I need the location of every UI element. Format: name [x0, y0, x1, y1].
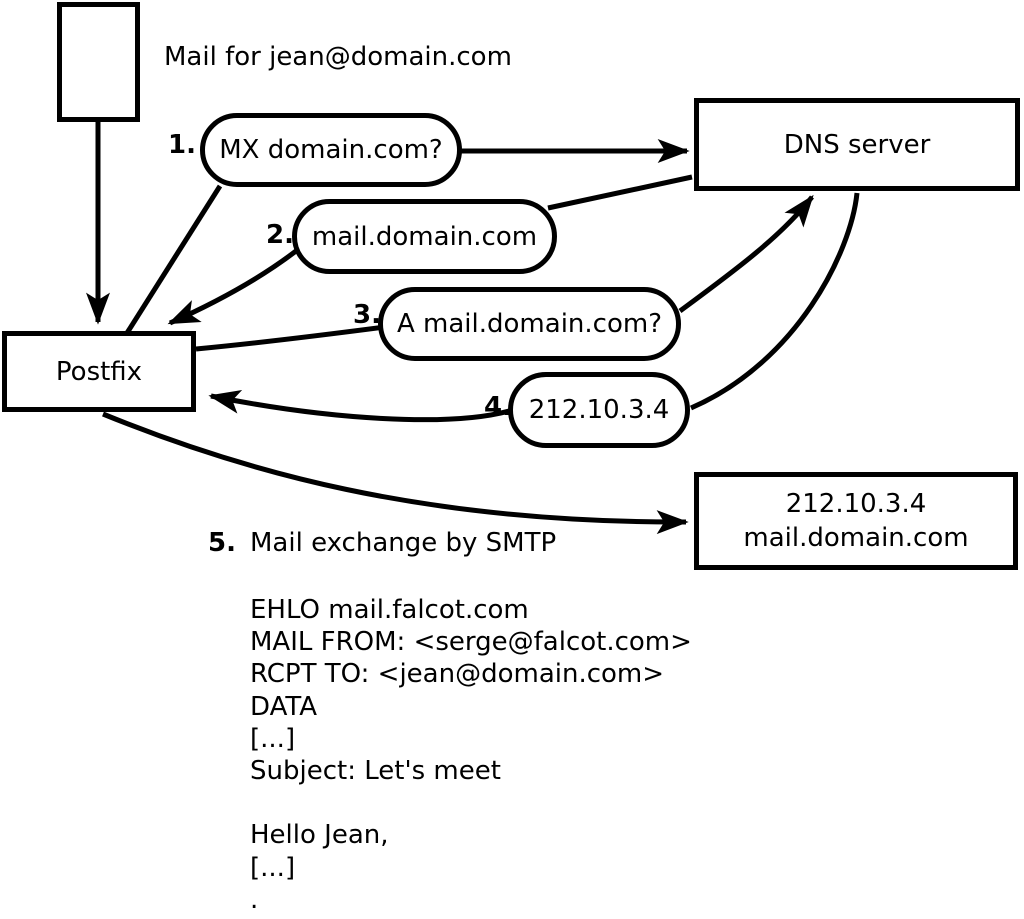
mail-message-icon [57, 2, 140, 122]
query-pill-mx: MX domain.com? [200, 113, 462, 187]
mail-server-node: 212.10.3.4 mail.domain.com [694, 472, 1018, 570]
line-dns-to-response4 [690, 192, 860, 411]
response-pill-ip: 212.10.3.4 [508, 372, 690, 448]
query-pill-a-label: A mail.domain.com? [397, 309, 662, 339]
query-pill-mx-label: MX domain.com? [219, 135, 443, 165]
line-postfix-to-query3 [195, 324, 386, 352]
response-pill-ip-label: 212.10.3.4 [528, 395, 670, 425]
query-pill-a: A mail.domain.com? [378, 287, 681, 361]
mail-server-node-label: 212.10.3.4 mail.domain.com [743, 487, 968, 555]
step-3-number: 3. [353, 300, 381, 330]
line-postfix-to-query1 [124, 184, 223, 335]
dns-server-node-label: DNS server [783, 129, 931, 160]
step-2-number: 2. [266, 220, 294, 250]
arrow-response2-to-postfix [167, 249, 298, 326]
response-pill-mx: mail.domain.com [292, 199, 557, 274]
arrow-response4-to-postfix [208, 390, 510, 423]
arrow-postfix-to-mailserver [102, 411, 689, 535]
postfix-node-label: Postfix [55, 356, 143, 387]
mail-server-ip: 212.10.3.4 [785, 489, 927, 519]
smtp-session-transcript: EHLO mail.falcot.com MAIL FROM: <serge@f… [250, 595, 692, 915]
step-1-number: 1. [168, 130, 196, 160]
response-pill-mx-label: mail.domain.com [311, 221, 538, 252]
step-4-number: 4. [484, 392, 512, 422]
diagram-title: Mail for jean@domain.com [164, 42, 512, 72]
line-dns-to-response2 [547, 174, 693, 211]
arrow-query3-to-dns [678, 194, 814, 314]
dns-server-node: DNS server [694, 98, 1020, 191]
mail-server-hostname: mail.domain.com [743, 523, 969, 553]
step-5-label: Mail exchange by SMTP [250, 528, 557, 558]
step-5-number: 5. [208, 528, 236, 558]
postfix-node: Postfix [2, 331, 196, 412]
